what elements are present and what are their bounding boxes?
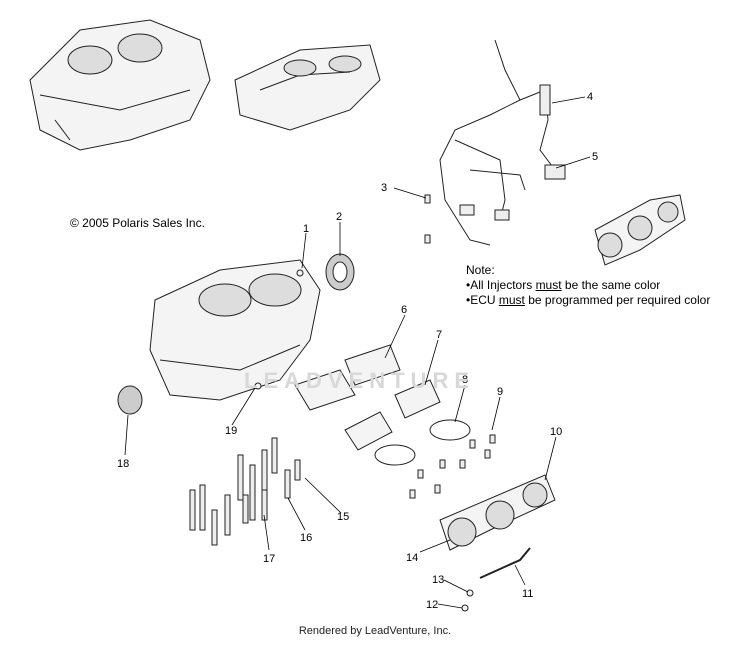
note-text: •ECU [466,293,499,307]
bolt-set-illustration [189,194,496,546]
clamp-illustration [374,444,416,466]
callout-14: 14 [406,552,418,564]
note-box: Note: •All Injectors must be the same co… [466,263,710,308]
leader-lines [124,96,591,609]
note-line-injectors: •All Injectors must be the same color [466,278,710,293]
callout-5: 5 [592,151,598,163]
callout-7: 7 [436,329,442,341]
upper-crankcase-illustration [29,19,211,151]
seal-illustration-left [117,385,143,415]
note-text: be the same color [561,278,661,292]
crankcase-assembly-illustration [149,259,321,401]
callout-2: 2 [336,211,342,223]
callout-13: 13 [432,574,444,586]
footer-credit: Rendered by LeadVenture, Inc. [298,625,452,637]
note-emphasis: must [535,278,562,292]
note-line-ecu: •ECU must be programmed per required col… [466,293,710,308]
note-text: be programmed per required color [524,293,711,307]
watermark: LEADVENTURE [244,368,476,393]
callout-9: 9 [497,386,503,398]
callout-8: 8 [462,374,468,386]
callout-19: 19 [225,425,237,437]
callout-15: 15 [337,511,349,523]
callout-17: 17 [263,553,275,565]
callout-labels: 1 2 3 4 5 6 7 8 9 10 11 12 13 14 15 16 1… [117,91,598,611]
note-emphasis: must [498,293,525,307]
callout-4: 4 [587,91,593,103]
injector-harness-illustration [439,39,566,246]
callout-11: 11 [522,588,533,600]
callout-16: 16 [300,532,312,544]
throttle-body-lower-illustration [439,474,556,551]
note-text: •All Injectors [466,278,536,292]
lower-crankcase-illustration [234,44,381,131]
callout-18: 18 [117,458,129,470]
throttle-adaptor-illustration [344,379,441,451]
callout-12: 12 [426,599,438,611]
callout-3: 3 [381,182,387,194]
throttle-body-upper-illustration [594,194,686,266]
sensor-illustration [479,547,531,579]
callout-6: 6 [401,304,407,316]
callout-1: 1 [303,223,309,235]
note-title: Note: [466,263,495,277]
callout-10: 10 [550,426,562,438]
copyright-text: © 2005 Polaris Sales Inc. [70,216,205,230]
